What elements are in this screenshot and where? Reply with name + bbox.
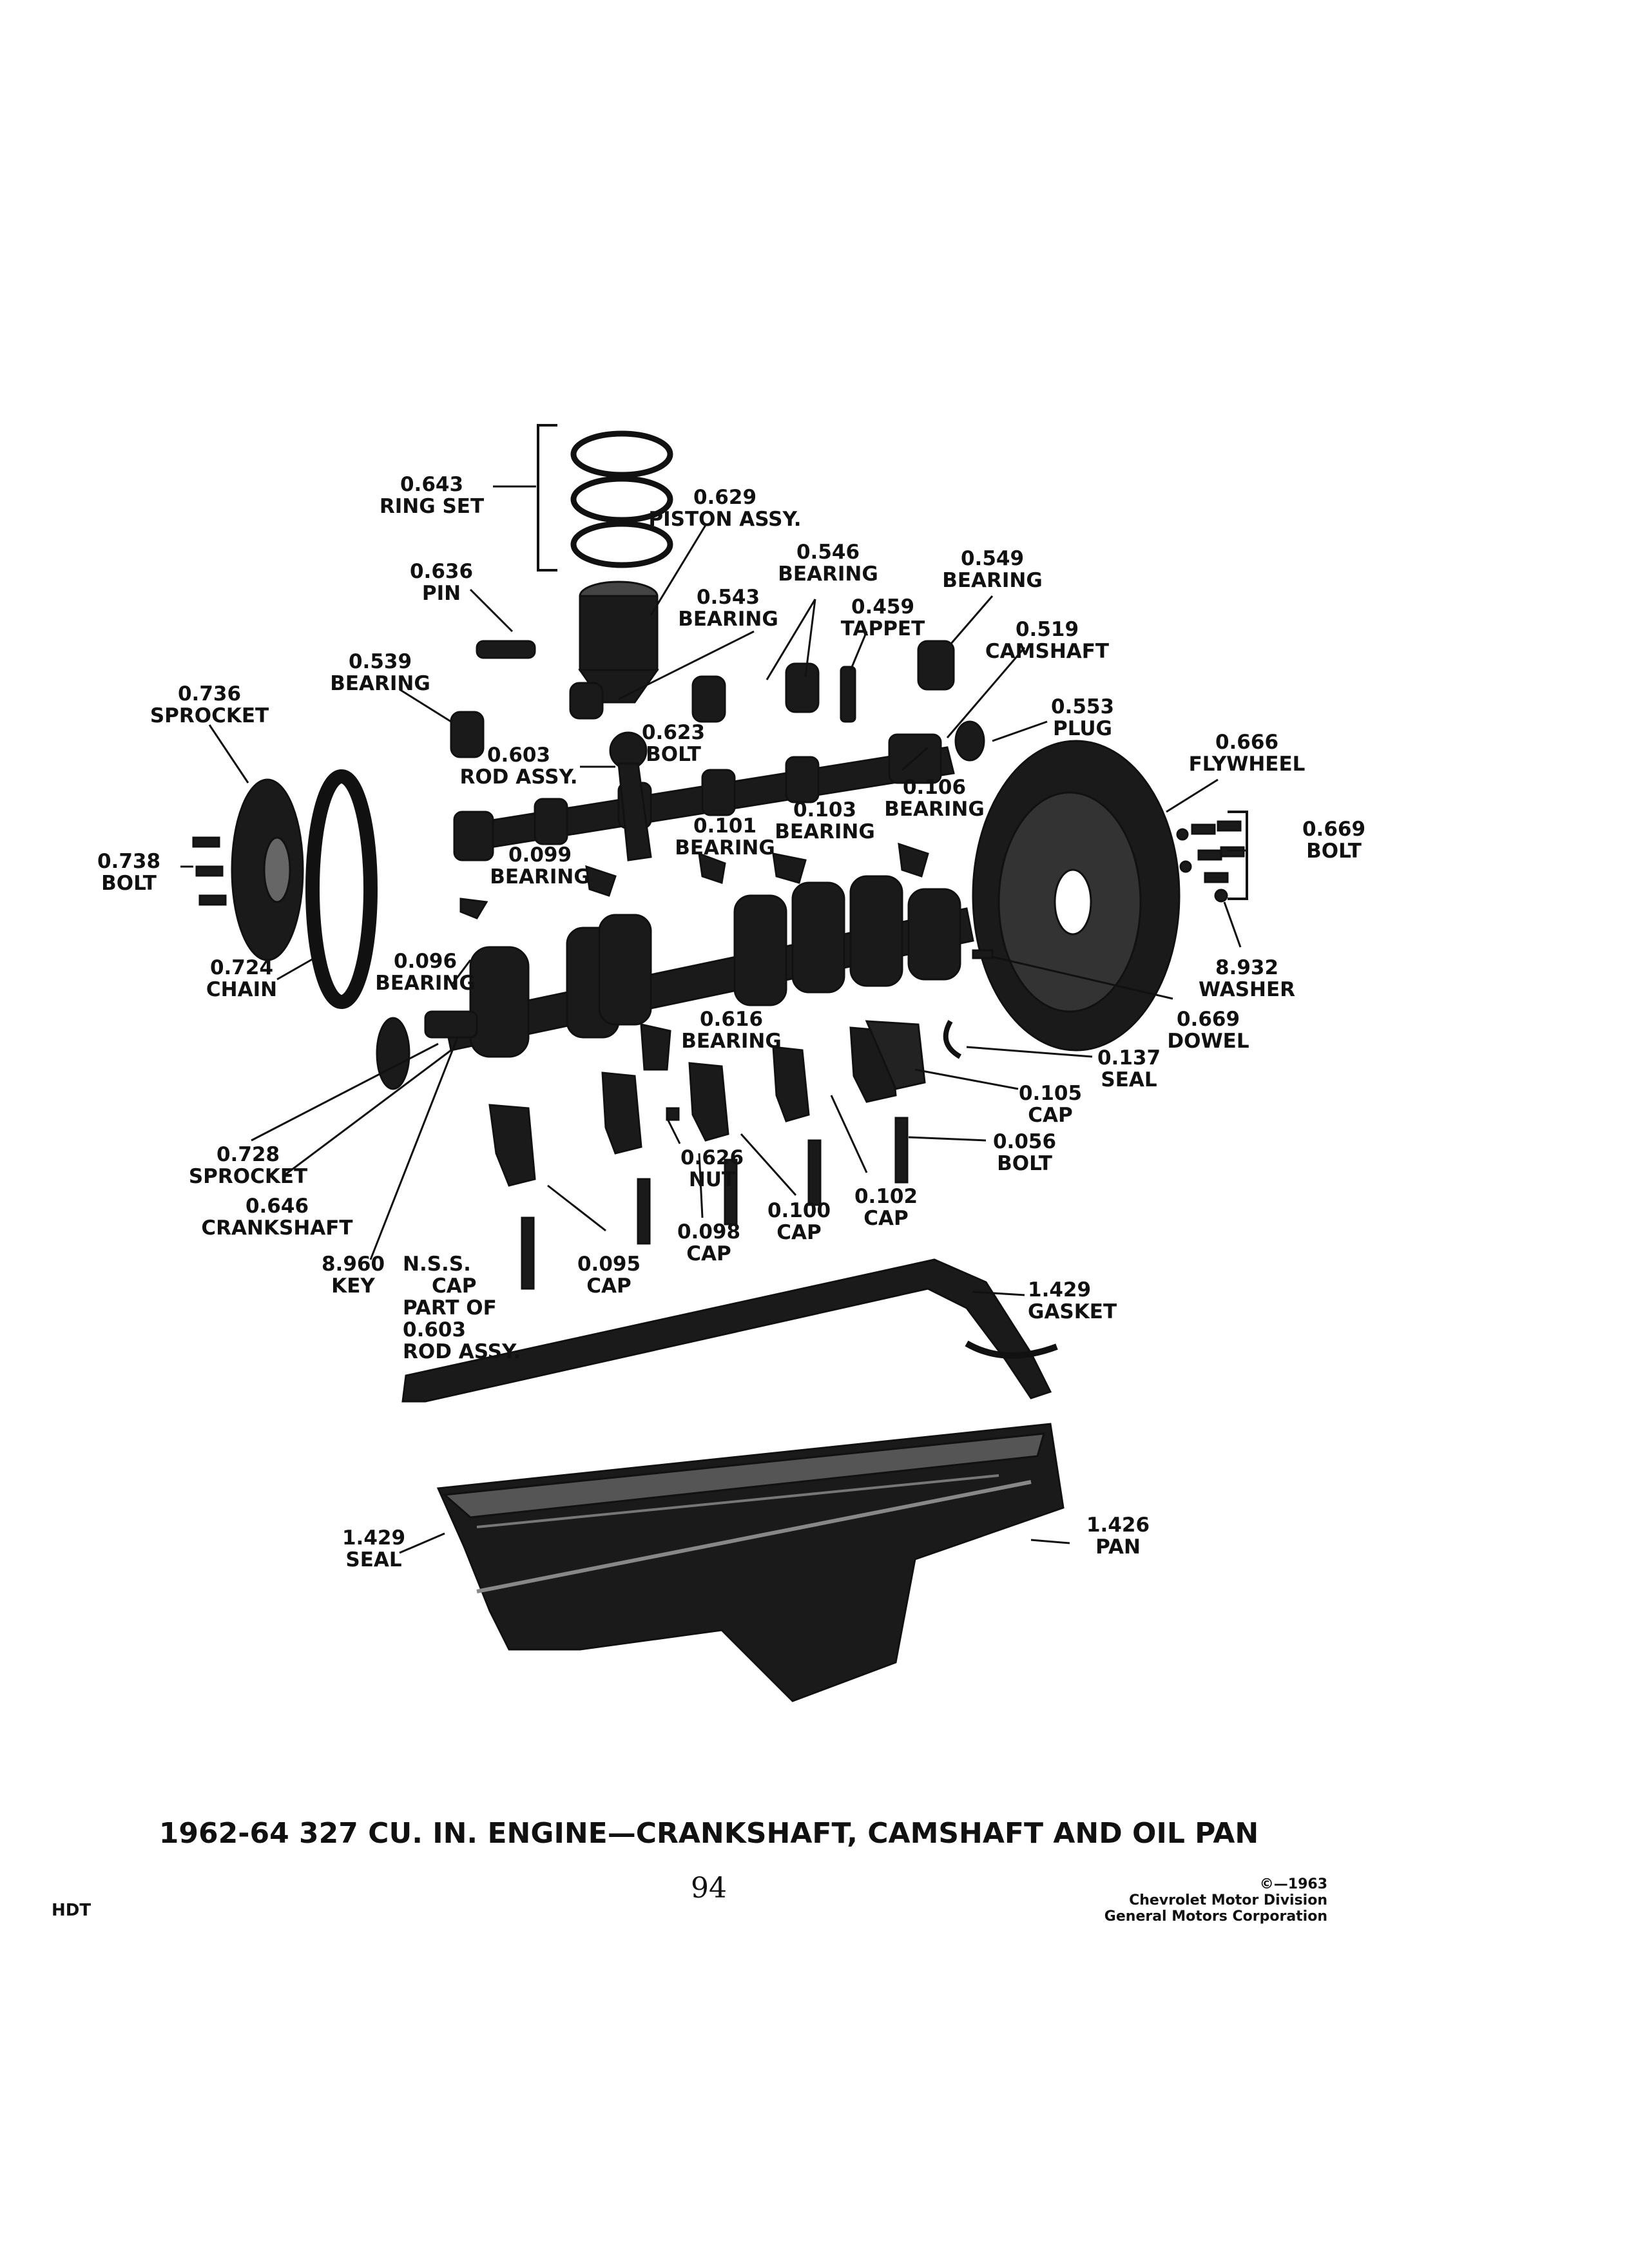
page-title: 1962-64 327 CU. IN. ENGINE—CRANKSHAFT, C… [159, 1817, 1259, 1850]
bearing-099-part [585, 865, 617, 897]
cap-095b-part [601, 1072, 642, 1155]
bolt-lower-2 [637, 1178, 651, 1245]
cap-095a-part [488, 1104, 536, 1187]
bearing-546b-part [785, 662, 820, 713]
chain-part [305, 769, 378, 1009]
dowel-part [972, 949, 994, 959]
callout-nss-cap: N.S.S. CAP PART OF 0.603 ROD ASSY. [403, 1253, 521, 1363]
page-number: 94 [691, 1872, 727, 1905]
plug-part [954, 720, 985, 762]
bearing-616-part [640, 1023, 671, 1071]
bearing-101-part [698, 852, 726, 884]
bearing-103-part [772, 852, 807, 884]
seal-137-part [943, 1020, 962, 1059]
pin-part [476, 640, 536, 659]
gasket-part [401, 1258, 1052, 1403]
oil-pan-part [436, 1423, 1065, 1702]
bolt-669-part [1176, 820, 1245, 903]
sprocket-736-part [231, 778, 304, 961]
tappet-part [840, 666, 856, 723]
bearing-543-part [569, 682, 604, 720]
bearing-549-part [917, 640, 955, 691]
cap-100-part [772, 1046, 810, 1122]
copyright-notice: ©—1963 Chevrolet Motor Division General … [1104, 1876, 1327, 1925]
rod-assy-part [609, 731, 652, 861]
bolt-lower-4 [807, 1139, 822, 1206]
bearing-106-part [898, 842, 929, 878]
crankshaft-part [424, 875, 974, 1058]
bolt-lower-3 [724, 1158, 738, 1225]
flywheel-part [972, 740, 1181, 1052]
cap-098-part [688, 1062, 729, 1142]
bolt-lower-1 [521, 1216, 535, 1290]
cap-105-part [865, 1020, 926, 1090]
bearing-539-part [450, 711, 485, 758]
bolt-lower-5 [894, 1117, 909, 1184]
nut-part [666, 1107, 680, 1121]
bolt-738-part [192, 836, 227, 906]
ring-set-part [570, 430, 673, 568]
footer-code: HDT [52, 1901, 92, 1920]
bearing-546a-part [691, 675, 726, 723]
bearing-096-part [459, 898, 488, 919]
sprocket-728-part [376, 1017, 410, 1090]
